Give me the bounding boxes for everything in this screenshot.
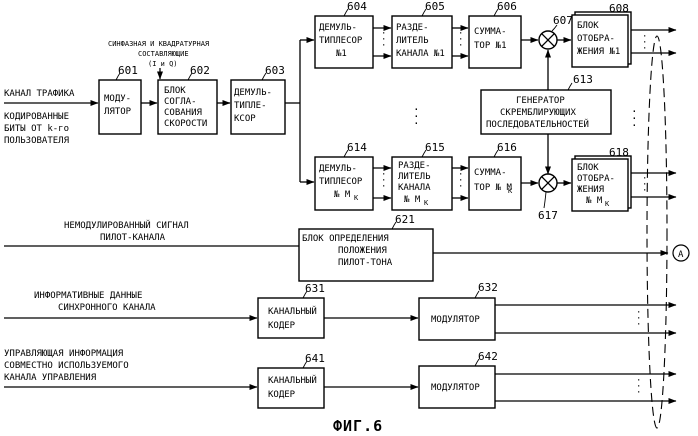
label-615: 615 [425,141,445,154]
rate-matching-602-line-1: БЛОК [164,86,186,96]
label-601: 601 [118,64,138,77]
label-614: 614 [347,141,367,154]
pilot-621-line-2: ПОЛОЖЕНИЯ [338,246,387,256]
svg-text:·: · [636,320,641,330]
demux-614-line-3: № M [333,190,351,200]
label-616: 616 [497,141,517,154]
control-label-line-3: КАНАЛА УПРАВЛЕНИЯ [4,373,96,383]
svg-text:·: · [631,119,638,132]
pilot-621-line-1: БЛОК ОПРЕДЕЛЕНИЯ [302,234,389,244]
splitter-615-line-4: № M [403,195,421,205]
label-641: 641 [305,352,325,365]
svg-text:·: · [413,117,420,130]
pilot-label-line-1: НЕМОДУЛИРОВАННЫЙ СИГНАЛ [64,219,189,231]
iq-note-line-1: СИНФАЗНАЯ И КВАДРАТУРНАЯ [108,40,209,48]
control-label-line-2: СОВМЕСТНО ИСПОЛЬЗУЕМОГО [4,361,129,371]
label-631: 631 [305,282,325,295]
multiplier-607 [539,31,557,49]
display-608-line-2: ОТОБРА- [577,34,615,44]
iq-note-line-2: СОСТАВЛЯЮЩИЕ [138,50,189,58]
label-608: 608 [609,2,629,15]
label-603: 603 [265,64,285,77]
display-618-line-3: ЖЕНИЯ [577,185,604,195]
encoder-641-line-1: КАНАЛЬНЫЙ [268,374,317,386]
coded-bits-line-3: ПОЛЬЗОВАТЕЛЯ [4,136,69,146]
svg-text:·: · [458,182,463,192]
svg-text:·: · [642,44,647,54]
svg-text:·: · [381,182,386,192]
splitter-605-line-3: КАНАЛА №1 [396,49,445,59]
encoder-631-line-2: КОДЕР [268,321,296,331]
label-621: 621 [395,213,415,226]
svg-text:·: · [381,41,386,51]
sync-label-line-1: ИНФОРМАТИВНЫЕ ДАННЫЕ [34,291,142,301]
modulator-632-line-1: МОДУЛЯТОР [431,315,480,325]
channel-encoder-641 [258,368,324,408]
label-618: 618 [609,146,629,159]
iq-note-line-3: (I и Q) [148,60,178,68]
modulator-642-line-1: МОДУЛЯТОР [431,383,480,393]
pilot-621-line-3: ПИЛОТ-ТОНА [338,258,393,268]
label-632: 632 [478,281,498,294]
encoder-641-line-2: КОДЕР [268,390,296,400]
scrambler-613-line-1: ГЕНЕРАТОР [516,96,565,106]
summator-606-line-2: ТОР №1 [474,41,507,51]
label-606: 606 [497,0,517,13]
splitter-605-line-2: ЛИТЕЛЬ [396,36,429,46]
label-602: 602 [190,64,210,77]
connector-a: A [673,245,689,261]
control-label-line-1: УПРАВЛЯЮЩАЯ ИНФОРМАЦИЯ [4,349,123,359]
traffic-channel-label: КАНАЛ ТРАФИКА [4,89,75,99]
label-642: 642 [478,350,498,363]
demux-614-line-1: ДЕМУЛЬ- [319,164,357,174]
demux-604-line-3: №1 [335,49,347,59]
label-617: 617 [538,209,558,222]
splitter-615-line-2: ЛИТЕЛЬ [398,172,431,182]
demux-604-line-2: ТИПЛЕСОР [319,36,363,46]
label-613: 613 [573,73,593,86]
coded-bits-line-1: КОДИРОВАННЫЕ [4,112,69,122]
demux-603-line-1: ДЕМУЛЬ- [234,88,272,98]
pilot-label-line-2: ПИЛОТ-КАНАЛА [100,233,166,243]
encoder-631-line-1: КАНАЛЬНЫЙ [268,305,317,317]
splitter-615-line-3: КАНАЛА [398,183,431,193]
channel-encoder-631 [258,298,324,338]
demux-614-line-2: ТИПЛЕСОР [319,177,363,187]
demux-603-line-3: КСОР [234,114,256,124]
figure-caption: ФИГ.6 [333,417,383,435]
display-618-line-2: ОТОБРА- [577,174,615,184]
svg-text:·: · [642,186,647,196]
summator-616-line-2: ТОР № M [474,183,513,193]
demux-604-line-1: ДЕМУЛЬ- [319,23,357,33]
label-605: 605 [425,0,445,13]
output-group-ellipse [647,36,667,428]
label-607: 607 [553,14,573,27]
rate-matching-602-line-2: СОГЛА- [164,97,197,107]
display-608-line-3: ЖЕНИЯ №1 [577,47,620,57]
rate-matching-602-line-3: СОВАНИЯ [164,108,202,118]
scrambler-613-line-3: ПОСЛЕДОВАТЕЛЬНОСТЕЙ [486,118,589,130]
modulator-601-line-2: ЛЯТОР [104,107,132,117]
splitter-605-line-1: РАЗДЕ- [396,23,429,33]
summator-616-line-1: СУММА- [474,168,507,178]
display-608-line-1: БЛОК [577,21,599,31]
rate-matching-602-line-4: СКОРОСТИ [164,119,207,129]
label-604: 604 [347,0,367,13]
svg-text:·: · [636,388,641,398]
sync-label-line-2: СИНХРОННОГО КАНАЛА [58,303,156,313]
display-618-line-1: БЛОК [577,163,599,173]
coded-bits-line-2: БИТЫ ОТ k-го [4,124,69,134]
modulator-601-line-1: МОДУ- [104,94,131,104]
connector-a-label: A [678,250,684,260]
svg-text:·: · [458,41,463,51]
summator-606-line-1: СУММА- [474,27,507,37]
multiplier-617 [539,174,557,192]
display-618-line-4: № M [585,196,603,206]
scrambler-613-line-2: СКРЕМБЛИРУЮЩИХ [500,108,576,118]
demux-603-line-2: ТИПЛЕ- [234,101,267,111]
splitter-615-line-1: РАЗДЕ- [398,161,431,171]
